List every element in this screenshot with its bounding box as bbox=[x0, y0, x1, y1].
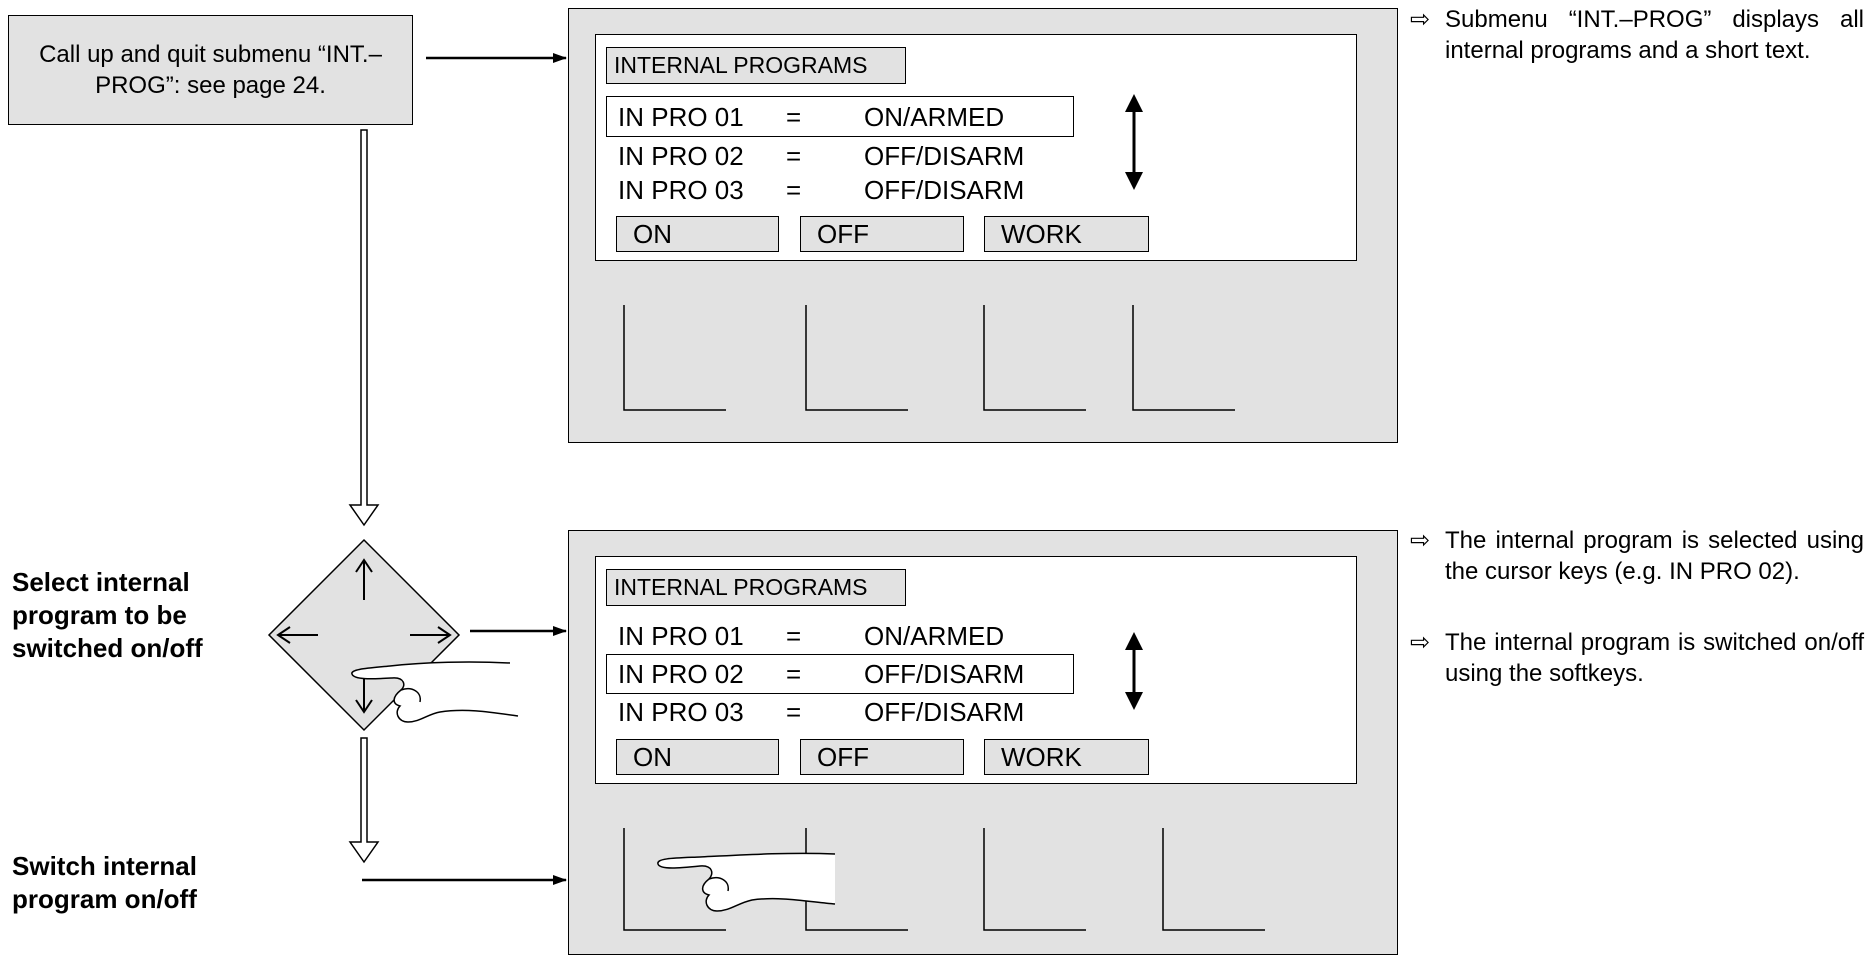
softkey-4-bottom[interactable] bbox=[1162, 828, 1265, 931]
up-down-arrow-icon bbox=[1125, 94, 1143, 190]
note-bottom-1: ⇨ The internal program is selected using… bbox=[1410, 525, 1864, 587]
screen-header-bottom: INTERNAL PROGRAMS bbox=[606, 569, 906, 606]
program-status: OFF/DISARM bbox=[864, 175, 1025, 205]
softkey-label-on: ON bbox=[616, 739, 779, 775]
program-name: IN PRO 03 bbox=[618, 697, 744, 727]
note-bullet-icon: ⇨ bbox=[1410, 629, 1431, 656]
program-row[interactable]: IN PRO 03 = OFF/DISARM bbox=[608, 695, 1078, 729]
program-equals: = bbox=[786, 102, 802, 132]
note-bullet-icon: ⇨ bbox=[1410, 527, 1431, 554]
program-name: IN PRO 03 bbox=[618, 175, 744, 205]
softkey-label-off: OFF bbox=[800, 739, 964, 775]
pointing-hand-icon bbox=[657, 852, 836, 912]
program-name: IN PRO 02 bbox=[618, 141, 744, 171]
softkey-label-work: WORK bbox=[984, 739, 1149, 775]
call-up-instruction-text: Call up and quit submenu “INT.–PROG”: se… bbox=[39, 41, 382, 99]
program-status: OFF/DISARM bbox=[864, 141, 1025, 171]
softkey-4-top[interactable] bbox=[1132, 305, 1235, 411]
note-top: ⇨ Submenu “INT.–PROG” displays all inter… bbox=[1410, 4, 1864, 66]
display-panel-bottom: INTERNAL PROGRAMS IN PRO 01 = ON/ARMED I… bbox=[568, 530, 1398, 955]
program-row[interactable]: IN PRO 01 = ON/ARMED bbox=[608, 100, 1078, 134]
note-text: Submenu “INT.–PROG” displays all interna… bbox=[1445, 6, 1864, 64]
display-panel-top: INTERNAL PROGRAMS IN PRO 01 = ON/ARMED I… bbox=[568, 8, 1398, 443]
selected-row-frame-top bbox=[606, 96, 1074, 137]
program-name: IN PRO 01 bbox=[618, 621, 744, 651]
screen-header-top: INTERNAL PROGRAMS bbox=[606, 47, 906, 84]
program-row[interactable]: IN PRO 02 = OFF/DISARM bbox=[608, 657, 1078, 691]
program-equals: = bbox=[786, 141, 802, 171]
note-bottom-2: ⇨ The internal program is switched on/of… bbox=[1410, 627, 1864, 689]
flow-arrow-down-1 bbox=[348, 129, 380, 527]
program-status: OFF/DISARM bbox=[864, 697, 1025, 727]
softkey-label-off: OFF bbox=[800, 216, 964, 252]
program-status: ON/ARMED bbox=[864, 102, 1005, 132]
lcd-screen-top: INTERNAL PROGRAMS IN PRO 01 = ON/ARMED I… bbox=[595, 34, 1357, 261]
program-equals: = bbox=[786, 621, 802, 651]
note-bullet-icon: ⇨ bbox=[1410, 6, 1431, 33]
program-row[interactable]: IN PRO 03 = OFF/DISARM bbox=[608, 173, 1078, 207]
step-label-select: Select internal program to be switched o… bbox=[12, 567, 203, 663]
program-row[interactable]: IN PRO 01 = ON/ARMED bbox=[608, 619, 1078, 653]
program-name: IN PRO 02 bbox=[618, 659, 744, 689]
note-text: The internal program is switched on/off … bbox=[1445, 629, 1864, 687]
flow-arrow-down-2 bbox=[348, 737, 380, 864]
softkey-label-on: ON bbox=[616, 216, 779, 252]
softkey-label-work: WORK bbox=[984, 216, 1149, 252]
program-equals: = bbox=[786, 175, 802, 205]
program-equals: = bbox=[786, 697, 802, 727]
selected-row-frame-bottom bbox=[606, 654, 1074, 694]
softkey-3-top[interactable] bbox=[983, 305, 1086, 411]
program-equals: = bbox=[786, 659, 802, 689]
program-status: OFF/DISARM bbox=[864, 659, 1025, 689]
step-label-switch: Switch internal program on/off bbox=[12, 851, 197, 914]
cursor-left-icon[interactable] bbox=[276, 626, 318, 644]
call-up-instruction-box: Call up and quit submenu “INT.–PROG”: se… bbox=[8, 15, 413, 125]
pointing-hand-icon bbox=[351, 661, 519, 723]
note-text: The internal program is selected using t… bbox=[1445, 527, 1864, 585]
cursor-right-icon[interactable] bbox=[410, 626, 452, 644]
softkey-2-top[interactable] bbox=[805, 305, 908, 411]
cursor-up-icon[interactable] bbox=[355, 558, 373, 600]
softkey-1-top[interactable] bbox=[623, 305, 726, 411]
program-status: ON/ARMED bbox=[864, 621, 1005, 651]
program-name: IN PRO 01 bbox=[618, 102, 744, 132]
softkey-3-bottom[interactable] bbox=[983, 828, 1086, 931]
program-row[interactable]: IN PRO 02 = OFF/DISARM bbox=[608, 139, 1078, 173]
lcd-screen-bottom: INTERNAL PROGRAMS IN PRO 01 = ON/ARMED I… bbox=[595, 556, 1357, 784]
up-down-arrow-icon bbox=[1125, 632, 1143, 710]
softkey-1-bottom[interactable] bbox=[623, 828, 726, 931]
